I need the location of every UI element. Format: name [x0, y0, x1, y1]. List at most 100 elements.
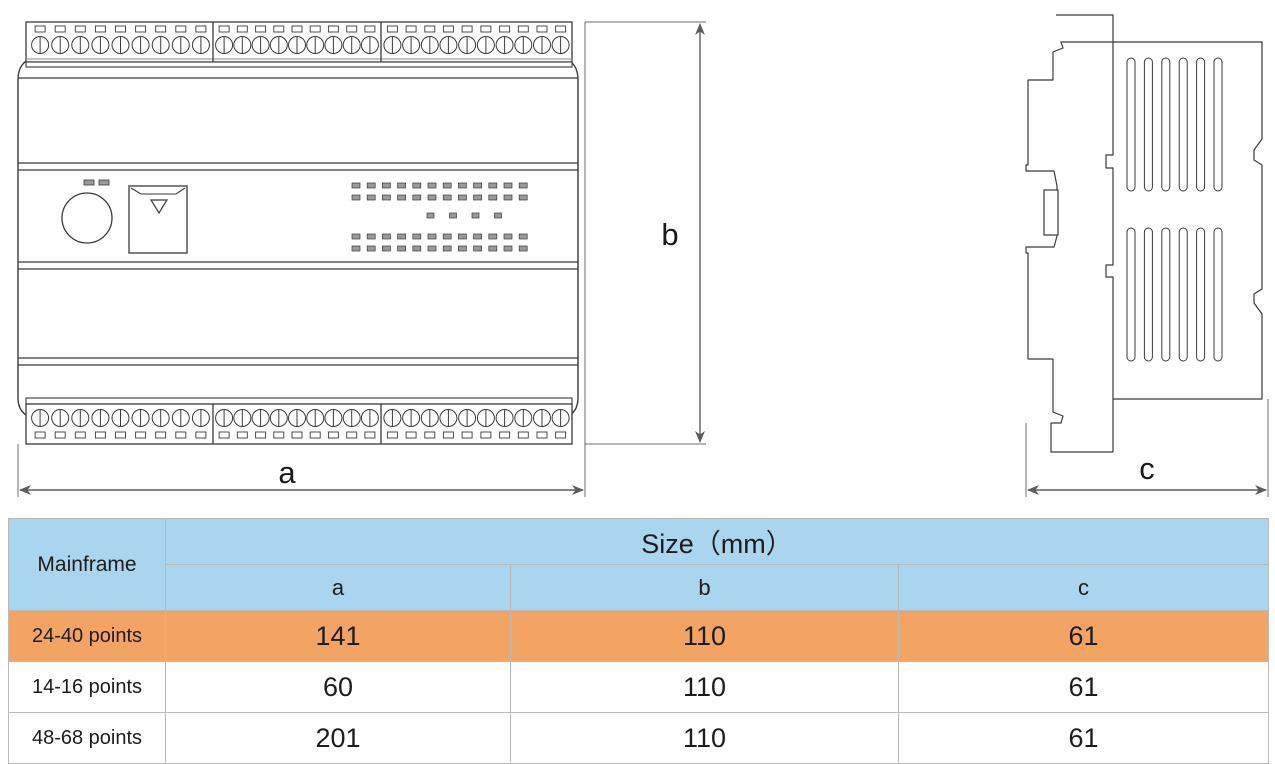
terminal-marker — [536, 25, 548, 33]
top-terminal-strip — [25, 21, 573, 68]
row-value-b: 110 — [510, 610, 899, 662]
side-body-inner-step-upper — [1105, 42, 1114, 399]
terminal-marker — [480, 25, 492, 33]
led-indicator — [503, 194, 513, 201]
table-row: 24-40 points 141 110 61 — [8, 610, 1270, 662]
terminal-marker — [461, 431, 473, 439]
drawing-canvas: a b — [17, 14, 1269, 497]
led-indicator — [473, 194, 482, 201]
vent-slot — [1213, 57, 1223, 192]
table-header-row-1: Mainframe Size（mm） — [8, 518, 1270, 611]
body-right-contour — [562, 57, 579, 419]
terminal-marker — [405, 25, 417, 33]
led-indicator — [488, 245, 498, 252]
terminal-marker — [364, 431, 376, 439]
led-indicator — [503, 233, 513, 240]
terminal-marker — [386, 25, 398, 33]
led-indicator — [397, 182, 406, 189]
terminal-marker — [327, 431, 339, 439]
vent-slot — [1161, 227, 1171, 362]
terminal-marker — [309, 25, 321, 33]
led-indicator — [382, 182, 391, 189]
terminal-marker — [115, 431, 126, 439]
terminal-marker — [218, 431, 230, 439]
terminal-marker — [155, 25, 167, 33]
led-indicator — [442, 194, 452, 201]
led-indicator — [449, 212, 457, 219]
led-indicator — [503, 182, 513, 189]
access-cover — [128, 185, 188, 254]
bottom-terminal-strip — [25, 397, 573, 445]
row-value-a: 141 — [165, 610, 511, 662]
dimension-c: c — [1025, 399, 1269, 497]
front-view: a b — [17, 21, 706, 497]
led-indicator — [366, 245, 376, 252]
led-indicator — [427, 194, 437, 201]
terminal-marker — [34, 431, 46, 439]
terminal-marker — [346, 25, 358, 33]
led-indicator — [442, 245, 452, 252]
dimension-b-label: b — [661, 217, 678, 252]
terminal-marker — [175, 431, 187, 439]
mount-profile-slot — [1043, 189, 1059, 236]
led-indicator — [397, 194, 406, 201]
terminal-marker — [327, 25, 339, 33]
led-indicator — [458, 233, 467, 240]
top-terminal-screws — [31, 25, 570, 54]
led-indicator — [382, 194, 391, 201]
led-indicator — [412, 182, 422, 189]
terminal-marker — [94, 431, 106, 439]
led-indicator — [412, 245, 422, 252]
row-label: 14-16 points — [8, 661, 166, 713]
terminal-marker — [34, 25, 46, 33]
led-indicator — [518, 233, 528, 240]
terminal-marker — [54, 431, 66, 439]
dimension-a: a — [17, 22, 586, 497]
terminal-marker — [424, 431, 436, 439]
vent-slot — [1196, 227, 1206, 362]
terminal-marker — [94, 25, 106, 33]
led-indicator — [488, 194, 498, 201]
row-value-c: 61 — [897, 661, 1270, 713]
led-indicator — [518, 182, 528, 189]
row-value-b: 110 — [510, 661, 899, 713]
led-indicator — [473, 233, 482, 240]
dimension-a-label: a — [278, 455, 296, 490]
led-indicator — [351, 233, 361, 240]
led-indicator — [397, 245, 406, 252]
led-indicator — [351, 245, 361, 252]
led-indicator — [488, 182, 498, 189]
row-value-c: 61 — [897, 610, 1270, 662]
dimensional-drawing: a b — [17, 14, 1269, 497]
vent-slot — [1213, 227, 1223, 362]
vent-slot — [1196, 57, 1206, 192]
terminal-marker — [442, 431, 454, 439]
terminal-marker — [54, 25, 66, 33]
size-table: Mainframe Size（mm） a b c 24-40 points 14… — [8, 518, 1270, 764]
row-label: 48-68 points — [8, 712, 166, 764]
led-indicator — [458, 245, 467, 252]
led-indicator — [427, 245, 437, 252]
terminal-marker — [364, 25, 376, 33]
terminal-marker — [236, 25, 248, 33]
vent-slot — [1178, 227, 1188, 362]
led-indicator — [366, 233, 376, 240]
led-indicator — [442, 182, 452, 189]
terminal-marker — [346, 431, 358, 439]
terminal-marker — [499, 25, 511, 33]
led-indicator — [382, 245, 391, 252]
table-row: 14-16 points 60 110 61 — [8, 661, 1270, 713]
column-header-a: a — [165, 564, 511, 611]
led-indicator — [488, 233, 498, 240]
led-indicator — [366, 194, 376, 201]
led-indicator — [366, 182, 376, 189]
terminal-marker — [555, 25, 567, 33]
terminal-marker — [480, 431, 492, 439]
size-table-container: Mainframe Size（mm） a b c 24-40 points 14… — [8, 518, 1270, 764]
terminal-marker — [461, 25, 473, 33]
triangle-marker-icon — [149, 199, 169, 215]
terminal-marker — [517, 25, 529, 33]
terminal-marker — [135, 25, 147, 33]
status-led-1 — [83, 179, 95, 186]
column-header-c: c — [897, 564, 1270, 611]
